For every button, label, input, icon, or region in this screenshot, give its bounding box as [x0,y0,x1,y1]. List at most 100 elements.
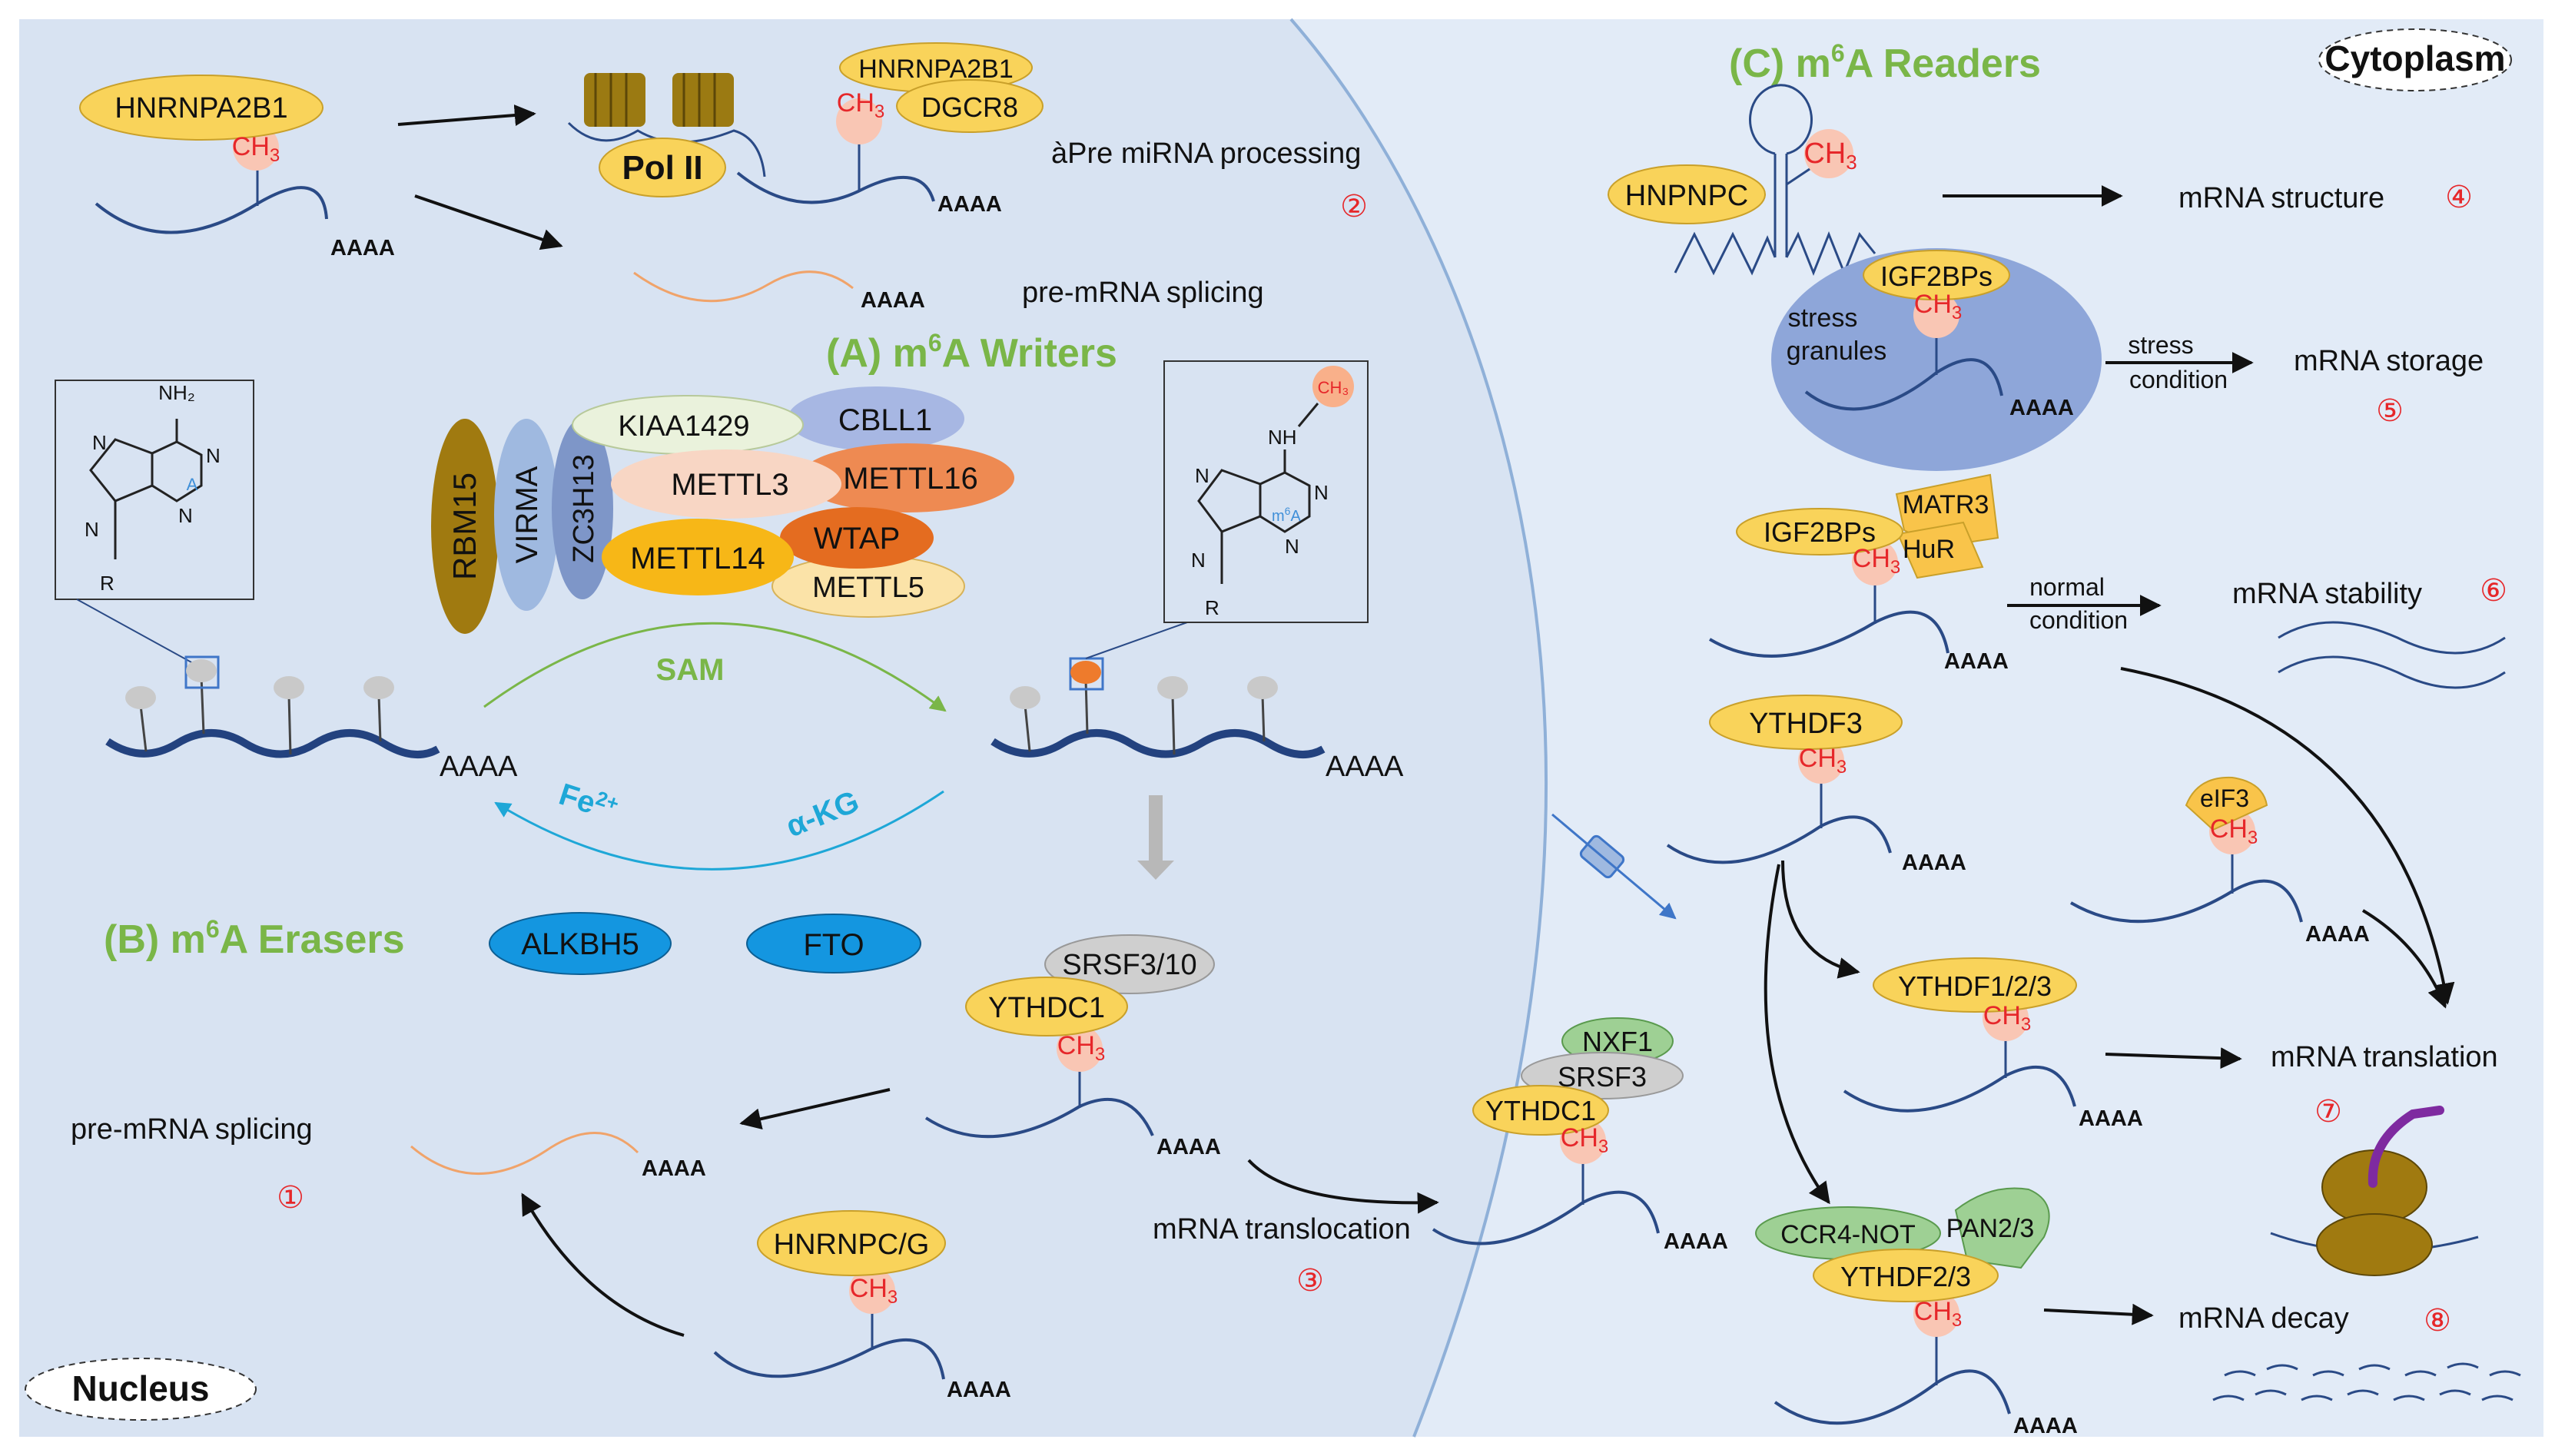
hnpnpc-label: HNPNPC [1625,180,1748,212]
pol2-label: Pol II [622,149,702,187]
decay-text: mRNA decay [2178,1302,2349,1335]
igf2bps-sg-label: IGF2BPs [1880,260,1993,292]
ch3-label: CH3 [1853,544,1900,578]
circled-number-3: ③ [1296,1264,1324,1298]
virma-label: VIRMA [510,466,544,563]
nh-label: NH [1268,426,1297,449]
adenine-center-label: A [187,475,198,494]
n-label: N [92,431,107,454]
cytoplasm-text: Cytoplasm [2324,38,2505,78]
matr3-label: MATR3 [1903,490,1989,519]
stress-granules: IGF2BPs CH3 stress granules AAAA [1771,248,2102,471]
polya-label: AAAA [1944,649,2009,674]
circled-number-6: ⑥ [2480,574,2507,608]
arrow-to-splicing-bottom [739,1088,891,1130]
writer-complex: RBM15 VIRMA ZC3H13 CBLL1 KIAA1429 METTL1… [431,386,1014,634]
nuclear-pore [1551,813,1677,920]
dgcr8-label: DGCR8 [921,91,1018,123]
alkbh5-shape [489,912,672,975]
circled-number-5: ⑤ [2376,394,2404,428]
pan23-label: PAN2/3 [1946,1214,2035,1243]
hnrnpcg-label: HNRNPC/G [774,1229,930,1261]
zc3h13-shape [552,418,613,599]
arrow-translocation [1247,1159,1439,1214]
ch3-label: CH3 [1914,290,1962,323]
mettl14-shape [602,519,794,595]
stability-text: mRNA stability [2232,578,2422,610]
polya-label: AAAA [861,288,925,313]
n-label: N [1285,535,1299,558]
ythdf3-complex: YTHDF3 CH3 AAAA [1666,695,1966,875]
mettl14-label: METTL14 [630,542,765,575]
ythdf123-label: YTHDF1/2/3 [1898,970,2052,1002]
n-label: N [85,518,99,541]
nucleus-text: Nucleus [72,1368,210,1408]
ch3-label: CH3 [850,1274,898,1308]
virma-shape [494,419,559,611]
ythdf3-label: YTHDF3 [1749,708,1863,740]
cbll1-label: CBLL1 [838,403,932,437]
arrow-ythdf3-to-ythdf123 [1781,860,1860,979]
ch3-label: CH3 [232,132,280,166]
n-label: N [1195,464,1209,487]
ccr4not-label: CCR4-NOT [1780,1220,1916,1249]
n-label: N [1314,481,1329,504]
circled-number-2: ② [1340,190,1368,224]
ythdc1-splicing-complex: SRSF3/10 YTHDC1 CH3 AAAA [924,934,1221,1159]
grey-down-arrow [1137,795,1174,880]
spliced-rna-bottom [410,1132,639,1176]
fto-shape [746,914,921,973]
arrow-stability-to-translation [2120,667,2455,1005]
sam-arrow [483,622,947,712]
arrow-to-pol2 [397,104,536,126]
hnrnpa2b1-reader: HNRNPA2B1 CH3 AAAA [79,75,395,260]
alkbh5-label: ALKBH5 [521,927,639,961]
zoom-line [1085,622,1188,659]
hnpnpc-structure: CH3 HNPNPC [1608,84,1876,277]
ch3-label: CH3 [1057,1031,1105,1065]
stable-mrna-icon [2278,621,2506,689]
stress-granules-line1: stress [1788,303,1858,333]
mettl16-shape [799,443,1014,512]
polya-label: AAAA [440,751,518,783]
polya-label: AAAA [330,236,395,260]
zoom-line [76,599,201,668]
ch3-label: CH3 [1983,1001,2031,1035]
eraser-arrow [494,790,944,871]
mettl5-label: METTL5 [812,572,924,604]
r-label: R [1205,596,1219,619]
zc3h13-label: ZC3H13 [568,454,600,563]
hnrnpa2b1-complex-label: HNRNPA2B1 [858,55,1014,84]
unmethylated-mrna: AAAA [105,655,518,783]
nucleus-label: Nucleus [25,1358,257,1421]
polya-label: AAAA [2009,396,2074,420]
pol2-complex: Pol II [567,73,766,197]
polya-label: AAAA [937,192,1002,217]
degraded-mrna-icon [2212,1362,2521,1401]
mettl3-label: METTL3 [671,468,788,502]
cytoplasm-label: Cytoplasm [2318,28,2512,91]
n-label: N [1191,549,1206,572]
structure-text: mRNA structure [2178,182,2384,214]
sam-label: SAM [656,653,725,687]
pre-mrna-splicing-bottom: pre-mRNA splicing [71,1113,313,1146]
polya-label: AAAA [2079,1106,2143,1131]
hnrnpcg-complex: HNRNPC/G CH3 AAAA [713,1210,1011,1402]
arrow-eif3-to-translation [2361,909,2448,1009]
polya-label: AAAA [642,1156,706,1181]
arrow-ythdf3-to-decay-complex [1764,864,1830,1205]
ythdf123-complex: YTHDF1/2/3 CH3 AAAA [1843,957,2143,1131]
ch3-label: CH3 [2210,814,2258,848]
n-label: N [178,504,193,527]
translocation-text: mRNA translocation [1153,1213,1411,1245]
wtap-label: WTAP [814,522,901,556]
storage-text: mRNA storage [2294,345,2484,377]
m6a-center-label: m6A [1272,505,1301,525]
erasers-header: (B) m6A Erasers [104,915,405,962]
hnrnpa2b1-top-label: HNRNPA2B1 [114,92,287,124]
ythdc1-export-label: YTHDC1 [1485,1095,1596,1126]
igf2bps-stab-label: IGF2BPs [1764,516,1876,548]
ch3-label: CH3 [1799,744,1847,778]
polya-label: AAAA [1326,751,1404,783]
